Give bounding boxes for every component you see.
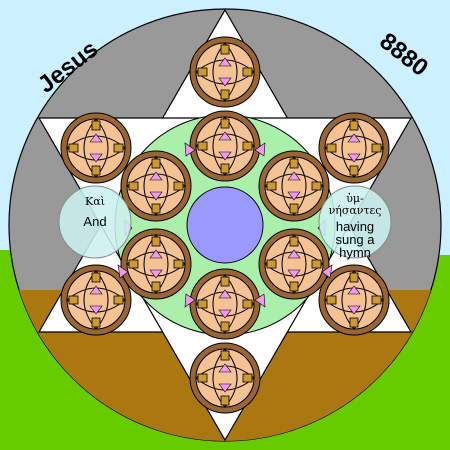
right-word-circle [318,185,392,259]
medallion-inner-lower-right [258,228,330,300]
medallion-inner-lower-left [120,228,192,300]
right-english-line-2: sung a [335,232,375,247]
right-english-line-3: hymn [339,245,371,260]
medallion-bottom [189,342,261,414]
medallion-inner-top [189,110,261,182]
medallion-upper-left [60,112,132,184]
right-greek-line-1: ὑμ- [346,192,364,205]
medallion-inner-upper-right [258,150,330,222]
center-circle [186,186,264,264]
right-greek-line-2: νήσαντες [329,204,382,217]
medallion-top [189,36,261,108]
medallion-inner-upper-left [120,150,192,222]
medallion-upper-right [318,112,390,184]
left-english-word: And [83,214,106,229]
left-greek-word: Καὶ [85,195,105,208]
medallion-inner-bottom [189,268,261,340]
left-word-circle [58,185,132,259]
right-english-line-1: having [336,219,374,234]
